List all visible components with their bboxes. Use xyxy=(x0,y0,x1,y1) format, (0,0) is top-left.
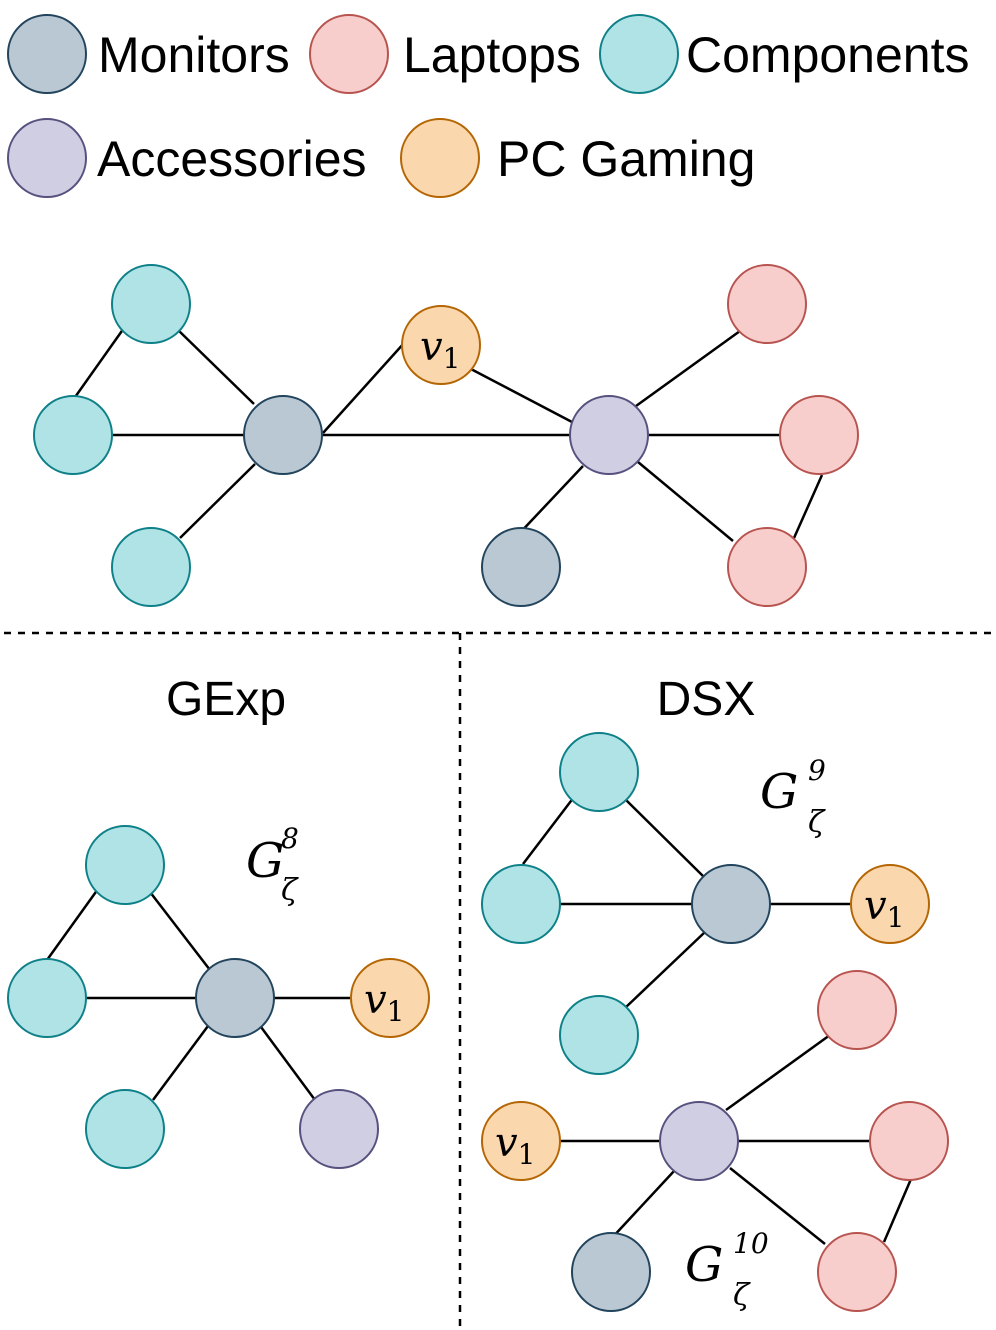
node-pc-gaming xyxy=(401,305,481,385)
node-laptops xyxy=(817,1232,897,1312)
graph-label-g9-sup: 9 xyxy=(808,754,826,787)
dsx-graph-top-edges xyxy=(522,796,850,1009)
panel-title-gexp: GExp xyxy=(166,673,286,726)
node-components xyxy=(111,527,191,607)
edge xyxy=(176,328,255,405)
graph-label-g10: G 10 ζ xyxy=(685,1227,769,1313)
node-monitors xyxy=(481,527,561,607)
node-label-v1: v1 xyxy=(420,324,460,375)
gexp-graph-edges xyxy=(45,888,350,1101)
graph-label-g10-sub: ζ xyxy=(733,1278,751,1313)
legend-swatch-monitors xyxy=(7,14,87,94)
edge xyxy=(637,461,734,542)
node-pc-gaming xyxy=(481,1101,561,1181)
node-v1: v1 xyxy=(401,305,481,385)
node-monitors xyxy=(571,1232,651,1312)
edge xyxy=(149,891,211,971)
node-components xyxy=(559,732,639,812)
edge xyxy=(322,341,406,434)
panel-gexp: GExp G 8 ζ v1 xyxy=(7,673,430,1169)
graph-label-g10-sup: 10 xyxy=(733,1227,769,1260)
edge xyxy=(71,327,126,401)
edge xyxy=(624,931,706,1009)
edge xyxy=(179,463,256,539)
graph-label-g8-base: G xyxy=(246,833,284,889)
node-laptops xyxy=(727,527,807,607)
legend-item-accessories: Accessories xyxy=(7,118,367,198)
node-accessories xyxy=(299,1089,379,1169)
edge xyxy=(729,1167,826,1245)
graph-label-g8: G 8 ζ xyxy=(246,822,299,908)
edge xyxy=(792,474,824,539)
edge xyxy=(609,1169,676,1241)
node-components xyxy=(481,864,561,944)
legend-label-components: Components xyxy=(686,27,970,83)
graph-label-g9-base: G xyxy=(760,764,798,820)
node-pc-gaming xyxy=(850,864,930,944)
node-accessories xyxy=(569,395,649,475)
edge xyxy=(725,1033,831,1112)
node-v1: v1 xyxy=(481,1101,561,1181)
dsx-graph-bottom-nodes: v1 xyxy=(481,970,949,1312)
node-components xyxy=(85,1089,165,1169)
node-label-v1: v1 xyxy=(364,977,404,1028)
legend-swatch-accessories xyxy=(7,118,87,198)
node-label-v1: v1 xyxy=(495,1120,535,1171)
node-components xyxy=(559,995,639,1075)
graph-label-g9: G 9 ζ xyxy=(760,754,826,840)
node-laptops xyxy=(869,1101,949,1181)
legend-label-laptops: Laptops xyxy=(403,27,581,83)
edge xyxy=(45,888,100,961)
graph-label-g10-base: G xyxy=(685,1237,723,1293)
legend-label-accessories: Accessories xyxy=(97,131,367,187)
node-laptops xyxy=(727,264,807,344)
legend-label-pc-gaming: PC Gaming xyxy=(497,131,755,187)
edge xyxy=(259,1026,317,1101)
legend-swatch-laptops xyxy=(309,14,389,94)
node-components xyxy=(33,395,113,475)
edge xyxy=(515,465,584,538)
node-components xyxy=(7,958,87,1038)
legend-label-monitors: Monitors xyxy=(98,27,290,83)
edge xyxy=(635,329,741,408)
edge xyxy=(882,1178,913,1243)
node-monitors xyxy=(243,395,323,475)
node-v1: v1 xyxy=(850,864,930,944)
legend-item-laptops: Laptops xyxy=(309,14,581,94)
dsx-graph-top-nodes: v1 xyxy=(481,732,930,1075)
legend-item-monitors: Monitors xyxy=(7,14,290,94)
panel-title-dsx: DSX xyxy=(657,673,756,726)
node-pc-gaming xyxy=(350,958,430,1038)
node-components xyxy=(85,825,165,905)
gexp-graph-nodes: v1 xyxy=(7,825,430,1169)
node-laptops xyxy=(779,395,859,475)
graph-label-g8-sup: 8 xyxy=(281,822,299,855)
graph-label-g8-sub: ζ xyxy=(281,873,299,908)
node-monitors xyxy=(195,958,275,1038)
node-label-v1: v1 xyxy=(864,883,904,934)
node-laptops xyxy=(817,970,897,1050)
edge xyxy=(522,796,575,865)
full-graph-nodes: v1 xyxy=(33,264,859,607)
edge xyxy=(468,366,573,424)
edge xyxy=(624,798,706,879)
graph-label-g9-sub: ζ xyxy=(808,805,826,840)
legend-item-components: Components xyxy=(599,14,970,94)
full-graph xyxy=(71,327,824,542)
legend: Monitors Laptops Components Accessories … xyxy=(7,14,970,198)
legend-item-pc-gaming: PC Gaming xyxy=(400,118,755,198)
dsx-graph-bottom-edges xyxy=(560,1033,913,1245)
legend-swatch-pc-gaming xyxy=(400,118,480,198)
panel-dsx: DSX G 9 ζ v1 xyxy=(481,673,949,1313)
node-components xyxy=(111,264,191,344)
node-v1: v1 xyxy=(350,958,430,1038)
node-accessories xyxy=(659,1101,739,1181)
node-monitors xyxy=(691,864,771,944)
legend-swatch-components xyxy=(599,14,679,94)
edge xyxy=(151,1025,210,1101)
